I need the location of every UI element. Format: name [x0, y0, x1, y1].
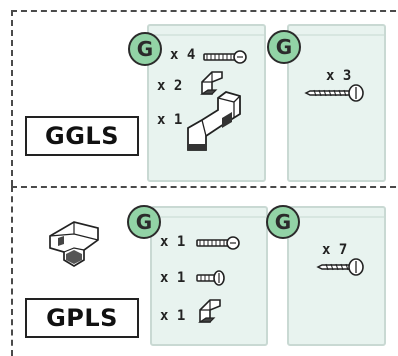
gpls-bag-2 [287, 206, 386, 346]
screw-icon [196, 236, 240, 250]
gpls-bracket-icon [49, 221, 99, 267]
gpls-section [11, 186, 398, 356]
ggls-bag-1 [147, 24, 266, 182]
quantity-label: x 1 [160, 270, 186, 286]
g-badge: G [127, 205, 161, 239]
ggls-bag-2 [287, 24, 386, 182]
short-screw-icon [196, 270, 225, 286]
quantity-label: x 4 [170, 47, 196, 63]
g-badge: G [266, 205, 300, 239]
quantity-label: x 7 [322, 242, 348, 258]
quantity-label: x 3 [326, 68, 352, 84]
quantity-label: x 1 [160, 234, 186, 250]
quantity-label: x 2 [157, 78, 183, 94]
small-clip-icon [198, 299, 221, 323]
kit-label-gpls: GPLS [25, 298, 139, 338]
kit-label-ggls: GGLS [25, 116, 139, 156]
quantity-label: x 1 [160, 308, 186, 324]
ggls-section [11, 10, 398, 186]
long-screw-icon [304, 84, 364, 102]
long-screw-icon [316, 258, 364, 276]
screw-icon [203, 50, 247, 64]
quantity-label: x 1 [157, 112, 183, 128]
small-clip-icon [200, 71, 223, 95]
g-badge: G [267, 30, 301, 64]
g-badge: G [128, 32, 162, 66]
large-bracket-icon [187, 91, 241, 151]
